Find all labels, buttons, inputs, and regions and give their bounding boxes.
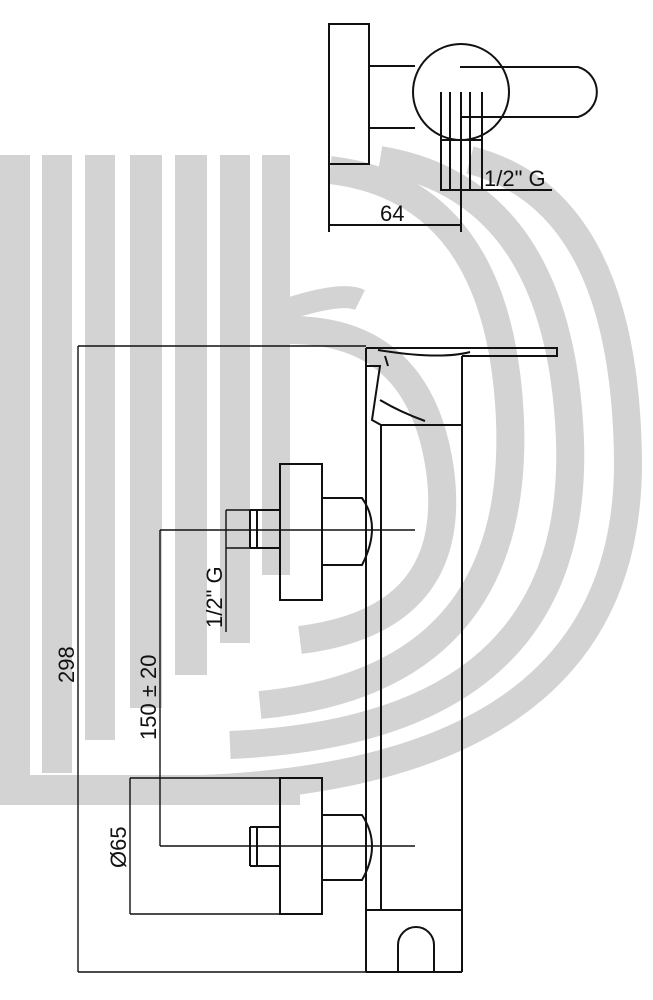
upper-connector-body: [322, 497, 373, 566]
upper-nipple: [249, 509, 280, 549]
dim-side-thread-label: 1/2" G: [202, 566, 227, 628]
watermark-bar-7: [262, 155, 290, 575]
watermark-bar-6: [220, 155, 250, 643]
dim-65-line: [129, 777, 322, 915]
dim-depth-label: 64: [380, 201, 404, 226]
watermark-logo: [0, 146, 643, 805]
lower-nipple: [249, 826, 280, 867]
dim-298-line: [77, 345, 366, 973]
mixer-body: [365, 348, 463, 973]
dim-top-thread-label: 1/2" G: [484, 166, 546, 191]
mixer-body-inner: [366, 425, 462, 911]
top-view-body: [369, 65, 415, 129]
top-view: [328, 23, 598, 232]
hose-hook: [397, 926, 435, 972]
watermark-bar-3: [85, 155, 115, 740]
watermark-bar-5: [175, 155, 207, 675]
watermark-bar-1: [0, 155, 30, 805]
lower-connector-body: [322, 814, 373, 881]
dim-upper-thread-line: [225, 509, 250, 632]
lever-curve: [377, 349, 471, 422]
watermark-arc-3: [229, 146, 585, 759]
dim-rosette-label: Ø65: [106, 826, 131, 868]
watermark-arc-2: [258, 156, 525, 719]
top-view-depth-line: [328, 92, 462, 232]
watermark-arc-4: [149, 146, 643, 804]
lever-spout: [366, 347, 558, 426]
dim-spacing-label: 150 ± 20: [136, 655, 161, 740]
dim-overall-label: 298: [54, 646, 79, 683]
watermark-arc-5: [266, 286, 365, 326]
watermark-bar-2: [42, 155, 72, 773]
side-view: [77, 345, 558, 973]
top-view-lever: [460, 66, 598, 118]
top-view-rosette: [328, 23, 370, 165]
upper-rosette: [279, 463, 323, 601]
watermark-bar-4: [130, 155, 162, 708]
